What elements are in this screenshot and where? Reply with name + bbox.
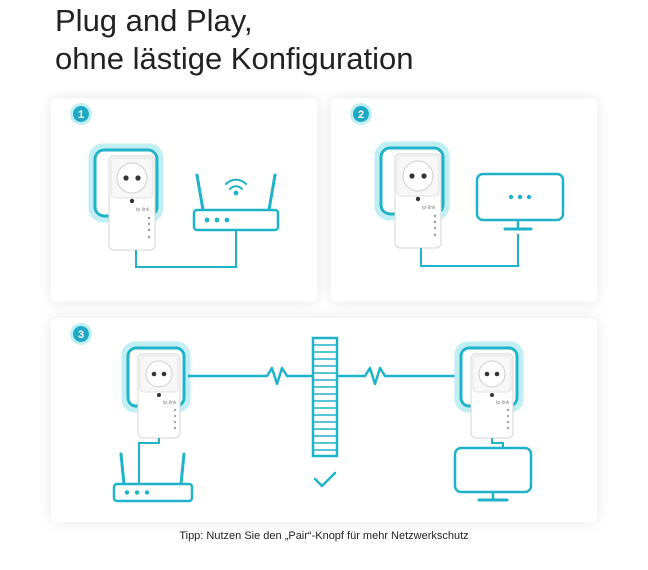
checkmark-icon <box>313 471 337 488</box>
step-2-illustration: 2 tp-link <box>350 103 565 267</box>
title-line-1: Plug and Play, <box>55 3 253 38</box>
adapter-brand: tp-link <box>422 205 436 211</box>
step-1-panel: 1 tp-link <box>51 98 317 302</box>
tip-text: Tipp: Nutzen Sie den „Pair“-Knopf für me… <box>179 530 469 542</box>
wall-icon <box>311 336 339 458</box>
adapter-brand: tp-link <box>163 400 177 406</box>
network-cable <box>138 438 160 484</box>
adapter-brand: tp-link <box>136 207 150 213</box>
tv-icon <box>453 446 533 502</box>
step-3-illustration: 3 tp-link <box>70 323 533 503</box>
page-title: Plug and Play, ohne lästige Konfiguratio… <box>55 2 413 78</box>
step-2-panel: 2 tp-link <box>331 98 597 302</box>
step-badge-2: 2 <box>350 103 372 125</box>
adapter-brand: tp-link <box>496 400 510 406</box>
step-number-1: 1 <box>78 109 84 121</box>
powerline-adapter-icon: tp-link <box>470 353 514 439</box>
step-1-illustration: 1 tp-link <box>70 103 280 268</box>
wifi-icon <box>225 178 247 196</box>
router-icon <box>192 173 280 232</box>
step-number-3: 3 <box>78 329 84 341</box>
step-number-2: 2 <box>358 109 364 121</box>
network-cable <box>420 234 519 267</box>
step-badge-1: 1 <box>70 103 92 125</box>
powerline-adapter-icon: tp-link <box>137 353 181 439</box>
tv-icon <box>475 172 565 231</box>
router-icon <box>112 452 194 503</box>
powerline-adapter-icon: tp-link <box>394 153 442 249</box>
step-badge-3: 3 <box>70 323 92 345</box>
powerline-adapter-icon: tp-link <box>108 155 156 251</box>
network-cable <box>491 438 504 448</box>
power-line <box>188 366 461 386</box>
network-cable <box>135 230 237 268</box>
step-3-panel: 3 tp-link <box>51 318 597 522</box>
title-line-2: ohne lästige Konfiguration <box>55 41 414 76</box>
